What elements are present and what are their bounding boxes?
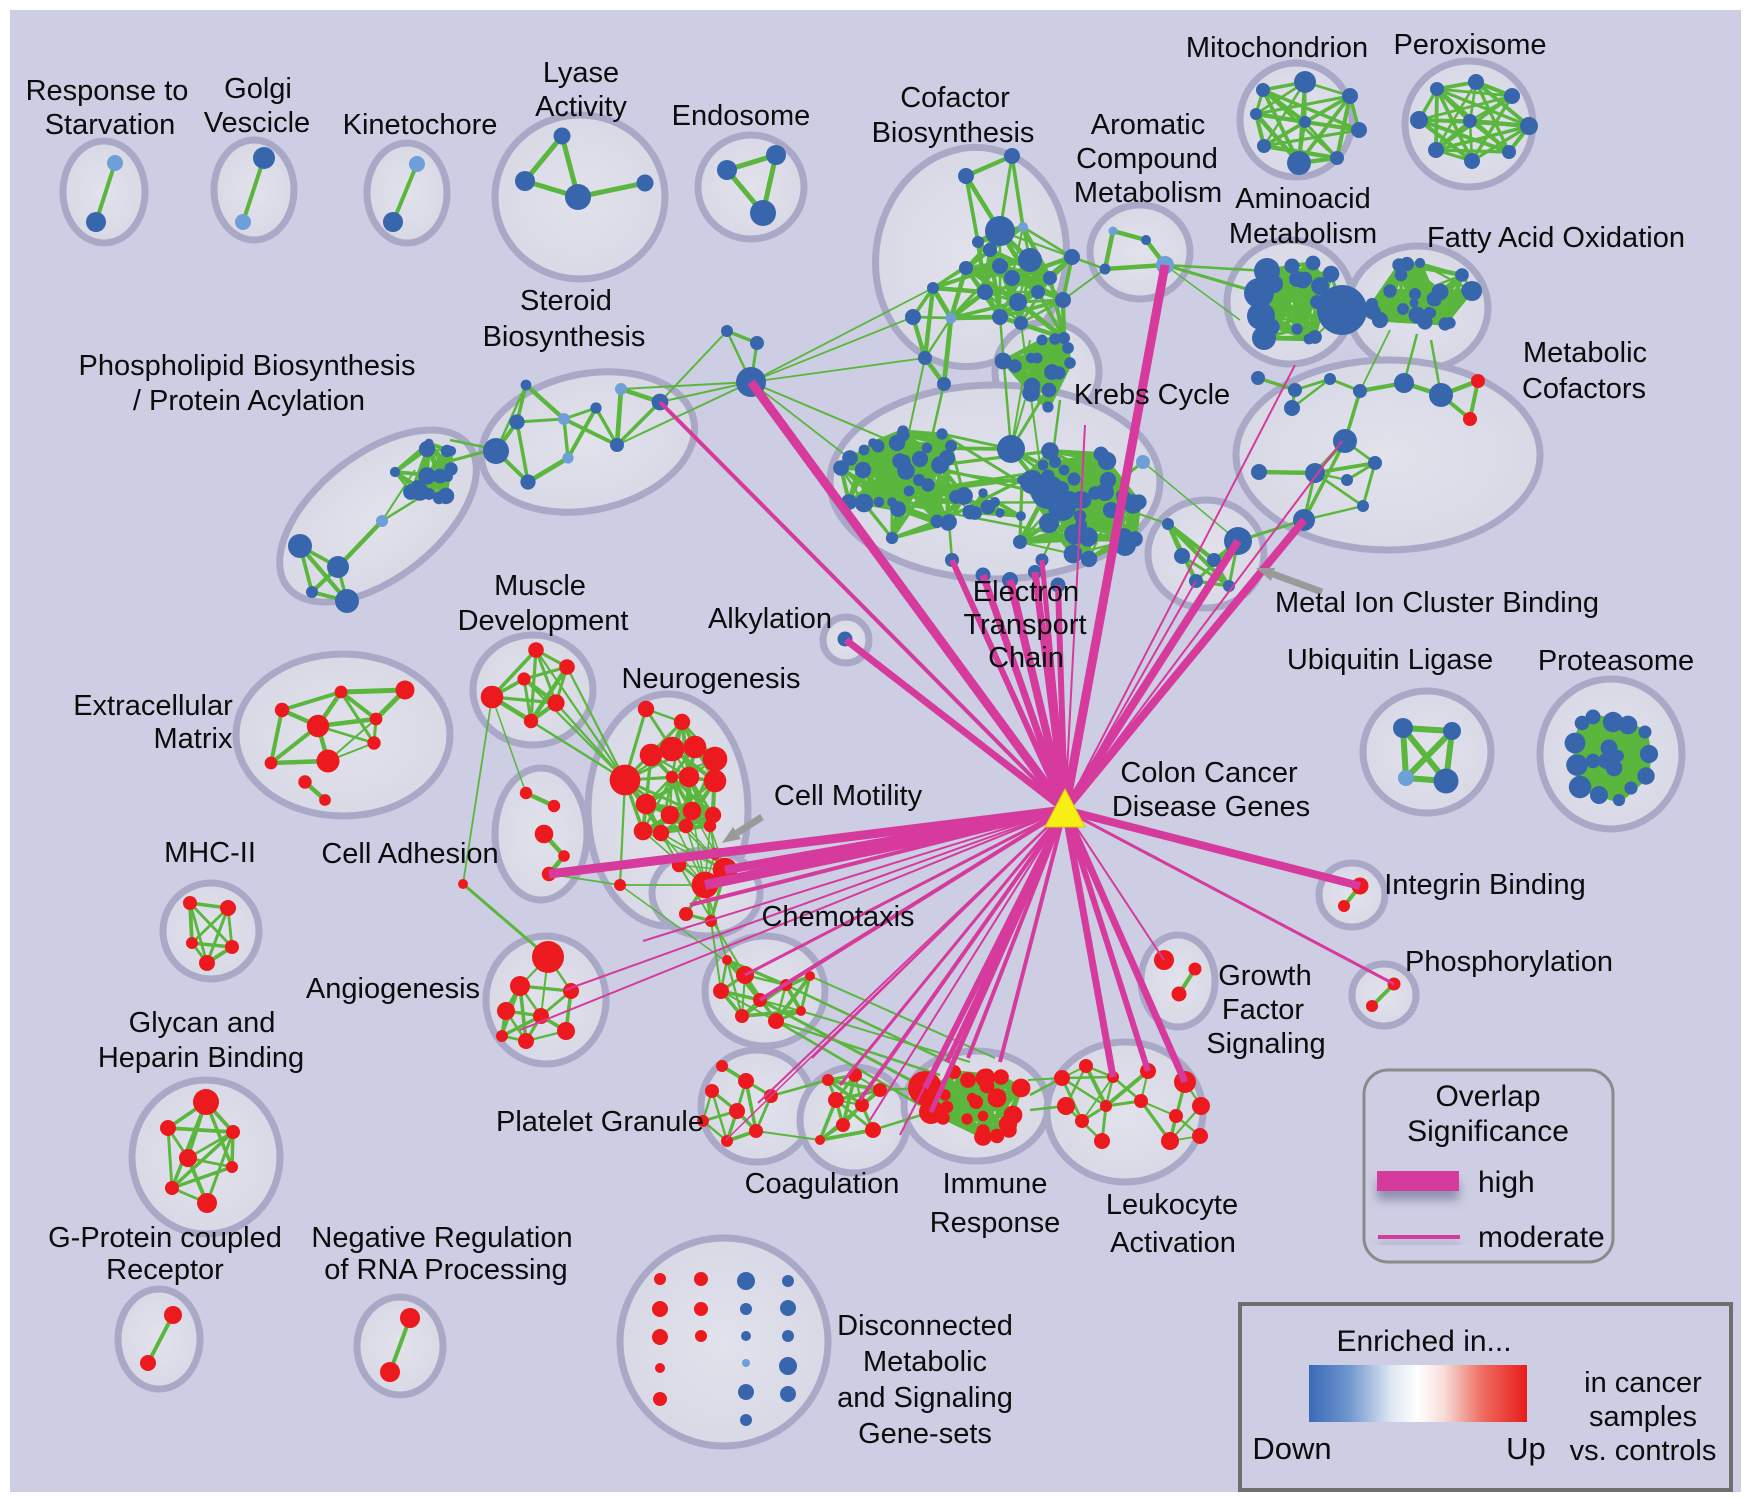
svg-text:Kinetochore: Kinetochore — [343, 109, 498, 141]
svg-text:Muscle: Muscle — [494, 570, 586, 602]
svg-text:samples: samples — [1589, 1401, 1697, 1433]
svg-text:Metabolic: Metabolic — [1523, 337, 1647, 369]
svg-text:G-Protein coupled: G-Protein coupled — [48, 1222, 282, 1254]
svg-text:Ubiquitin Ligase: Ubiquitin Ligase — [1287, 644, 1493, 676]
svg-text:Response: Response — [930, 1207, 1061, 1239]
svg-text:and Signaling: and Signaling — [837, 1382, 1013, 1414]
svg-text:Vescicle: Vescicle — [204, 107, 310, 139]
svg-text:Endosome: Endosome — [672, 100, 811, 132]
svg-text:Factor: Factor — [1222, 994, 1305, 1026]
svg-text:Heparin Binding: Heparin Binding — [98, 1042, 304, 1074]
svg-text:Alkylation: Alkylation — [708, 603, 832, 635]
svg-text:Colon Cancer: Colon Cancer — [1120, 757, 1298, 789]
svg-text:Krebs Cycle: Krebs Cycle — [1074, 379, 1230, 411]
svg-text:Platelet Granule: Platelet Granule — [496, 1106, 704, 1138]
svg-text:moderate: moderate — [1478, 1221, 1605, 1254]
svg-text:Leukocyte: Leukocyte — [1106, 1189, 1238, 1221]
svg-text:Cell Motility: Cell Motility — [774, 780, 923, 812]
svg-text:Signaling: Signaling — [1206, 1028, 1325, 1060]
svg-text:Electron: Electron — [973, 576, 1079, 608]
svg-text:Angiogenesis: Angiogenesis — [306, 973, 480, 1005]
svg-text:Gene-sets: Gene-sets — [858, 1418, 992, 1450]
svg-text:Coagulation: Coagulation — [745, 1168, 900, 1200]
svg-text:Metabolism: Metabolism — [1074, 177, 1222, 209]
svg-text:Phosphorylation: Phosphorylation — [1405, 946, 1613, 978]
svg-text:Golgi: Golgi — [224, 73, 292, 105]
svg-text:Phospholipid Biosynthesis: Phospholipid Biosynthesis — [79, 350, 416, 382]
svg-text:Aromatic: Aromatic — [1091, 109, 1205, 141]
svg-text:Significance: Significance — [1407, 1115, 1569, 1148]
svg-text:Metal Ion Cluster Binding: Metal Ion Cluster Binding — [1275, 587, 1599, 619]
svg-text:high: high — [1478, 1166, 1535, 1199]
svg-text:Proteasome: Proteasome — [1538, 645, 1694, 677]
svg-text:/ Protein Acylation: / Protein Acylation — [133, 385, 365, 417]
svg-text:Aminoacid: Aminoacid — [1235, 183, 1370, 215]
svg-text:Cell Adhesion: Cell Adhesion — [321, 838, 498, 870]
svg-text:Disease Genes: Disease Genes — [1112, 791, 1310, 823]
svg-text:Growth: Growth — [1218, 960, 1311, 992]
svg-text:Integrin Binding: Integrin Binding — [1384, 869, 1586, 901]
svg-text:Response to: Response to — [26, 75, 189, 107]
svg-text:Development: Development — [458, 605, 629, 637]
svg-text:Chain: Chain — [988, 642, 1064, 674]
svg-text:Matrix: Matrix — [154, 723, 233, 755]
svg-text:Enriched in...: Enriched in... — [1336, 1325, 1511, 1358]
svg-text:Receptor: Receptor — [106, 1254, 224, 1286]
svg-text:Disconnected: Disconnected — [837, 1310, 1013, 1342]
svg-text:Activation: Activation — [1110, 1227, 1236, 1259]
svg-text:Fatty Acid Oxidation: Fatty Acid Oxidation — [1427, 222, 1685, 254]
svg-text:in cancer: in cancer — [1584, 1367, 1702, 1399]
svg-text:MHC-II: MHC-II — [164, 837, 256, 869]
svg-text:Metabolic: Metabolic — [863, 1346, 987, 1378]
svg-text:Down: Down — [1252, 1431, 1331, 1466]
svg-text:Cofactors: Cofactors — [1522, 373, 1646, 405]
svg-text:Negative Regulation: Negative Regulation — [311, 1222, 572, 1254]
svg-text:Activity: Activity — [535, 91, 627, 123]
svg-text:Neurogenesis: Neurogenesis — [622, 663, 801, 695]
svg-text:Cofactor: Cofactor — [900, 82, 1010, 114]
svg-text:Immune: Immune — [943, 1168, 1048, 1200]
svg-text:Mitochondrion: Mitochondrion — [1186, 32, 1368, 64]
svg-text:Chemotaxis: Chemotaxis — [761, 901, 914, 933]
svg-text:Extracellular: Extracellular — [73, 690, 233, 722]
svg-text:Starvation: Starvation — [45, 109, 176, 141]
svg-text:Steroid: Steroid — [520, 285, 612, 317]
svg-text:vs. controls: vs. controls — [1570, 1435, 1717, 1467]
svg-text:Up: Up — [1506, 1431, 1546, 1466]
svg-text:Transport: Transport — [963, 609, 1086, 641]
svg-text:Biosynthesis: Biosynthesis — [872, 117, 1035, 149]
svg-text:Metabolism: Metabolism — [1229, 218, 1377, 250]
svg-text:Peroxisome: Peroxisome — [1393, 29, 1546, 61]
svg-text:Compound: Compound — [1076, 143, 1218, 175]
svg-text:Biosynthesis: Biosynthesis — [483, 321, 646, 353]
svg-text:Glycan and: Glycan and — [129, 1007, 276, 1039]
svg-text:of RNA Processing: of RNA Processing — [324, 1254, 567, 1286]
svg-text:Lyase: Lyase — [543, 57, 619, 89]
svg-text:Overlap: Overlap — [1435, 1080, 1540, 1113]
